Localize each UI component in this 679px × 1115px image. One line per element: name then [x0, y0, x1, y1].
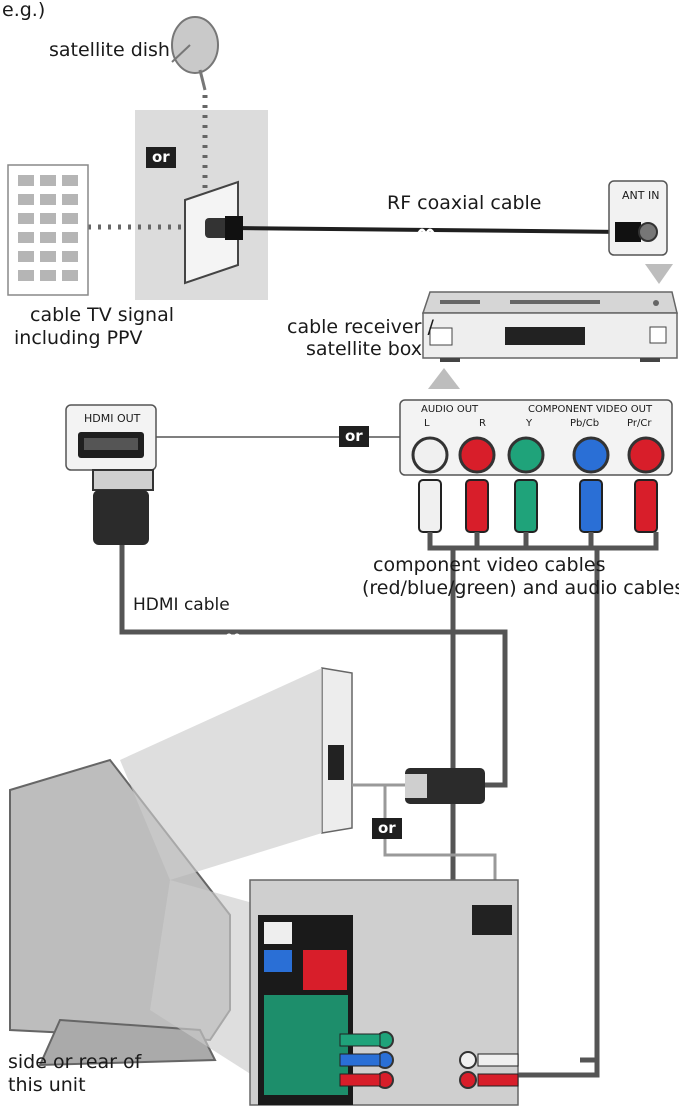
satellite-dish-label: satellite dish: [49, 39, 170, 61]
audio-out-label: AUDIO OUT: [421, 404, 479, 415]
unit-label-line2: this unit: [8, 1074, 86, 1096]
rca-plugs: [418, 479, 658, 533]
cable-tv-label-line1: cable TV signal: [30, 304, 175, 326]
rf-cable-label: RF coaxial cable: [387, 192, 542, 214]
top-fragment: e.g.): [2, 0, 46, 21]
ant-in-label: ANT IN: [622, 189, 660, 202]
cable-receiver-box: [421, 291, 678, 362]
satellite-dish-icon: [171, 16, 219, 91]
or-badge-source: or: [146, 147, 176, 168]
cable-tv-label-line2: including PPV: [14, 327, 143, 349]
av-cable-bundle: [427, 532, 659, 1078]
down-arrow-icon: [645, 264, 673, 284]
receiver-label-line1: cable receiver /: [287, 316, 434, 338]
receiver-label-line2: satellite box: [306, 338, 423, 360]
rca-jacks: [411, 436, 665, 474]
audio-l-label: L: [424, 418, 430, 429]
up-arrow-icon: [428, 368, 460, 389]
comp-pb-label: Pb/Cb: [570, 418, 600, 429]
or-badge-input: or: [372, 818, 402, 839]
component-out-label: COMPONENT VIDEO OUT: [528, 404, 653, 415]
component-cables-label-line2: (red/blue/green) and audio cables: [362, 577, 679, 599]
audio-r-label: R: [479, 418, 486, 429]
component-cables-label-line1: component video cables: [373, 554, 606, 576]
hdmi-cable-label: HDMI cable: [133, 595, 230, 615]
or-badge-output: or: [339, 426, 369, 447]
rear-jacks: [339, 1031, 519, 1089]
unit-label-line1: side or rear of: [8, 1051, 142, 1073]
comp-pr-label: Pr/Cr: [627, 418, 652, 429]
comp-y-label: Y: [526, 418, 533, 429]
hdmi-plug-top: [92, 469, 154, 491]
tv-unit: [9, 668, 322, 1080]
hdmi-cable: [119, 545, 508, 788]
hdmi-out-label: HDMI OUT: [84, 412, 141, 425]
building-icon: [7, 164, 89, 296]
